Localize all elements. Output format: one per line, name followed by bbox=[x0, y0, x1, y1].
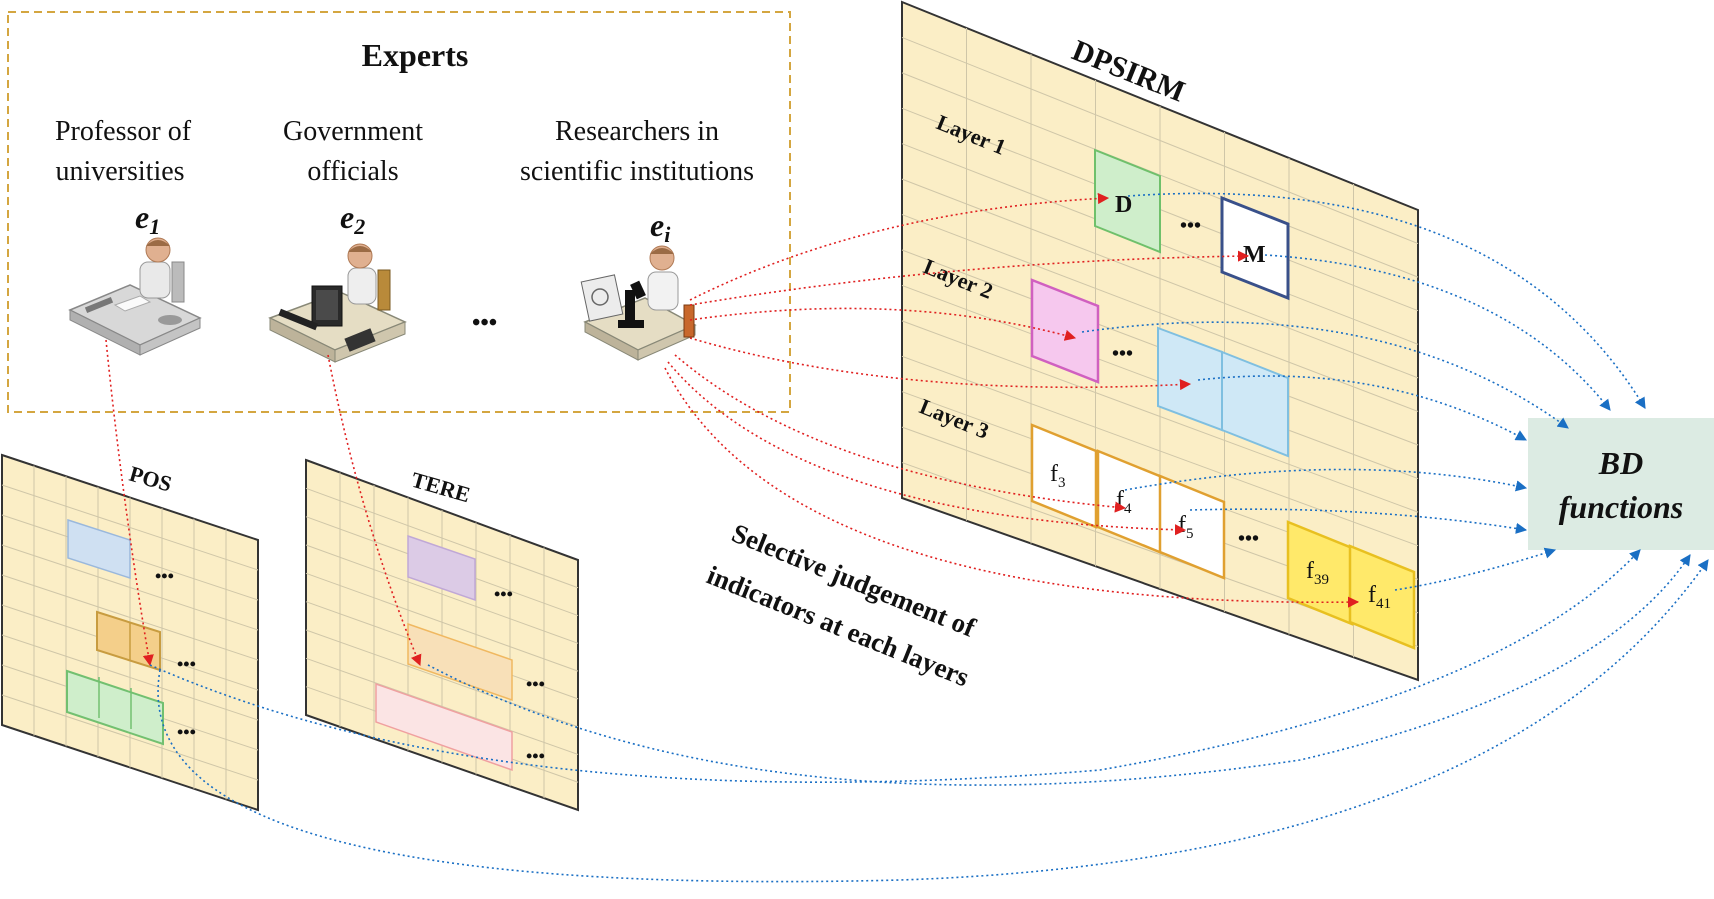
layer3-cell-f41-label: f41 bbox=[1368, 582, 1391, 612]
blue-contribution-arrows bbox=[149, 192, 1709, 883]
pos-ellipsis-1: ••• bbox=[155, 566, 174, 586]
tere-lines-h-line bbox=[305, 629, 579, 728]
pos-ellipsis-2: ••• bbox=[177, 654, 196, 674]
tere-lines-h-line bbox=[305, 544, 579, 644]
layer1-cell-M-label: M bbox=[1243, 242, 1266, 268]
pos-lines-h-line bbox=[1, 634, 259, 721]
tere-lines-h-line bbox=[305, 657, 579, 755]
tere-grid bbox=[305, 458, 579, 812]
layer1-cell-M bbox=[1220, 195, 1290, 301]
layer3-cell-f3 bbox=[1030, 423, 1098, 529]
expert-3-label-line1: Researchers in bbox=[555, 116, 719, 147]
dpsirm-lines-h-line bbox=[901, 36, 1419, 245]
tere-lines-h-line bbox=[305, 572, 579, 672]
layer2-ellipsis: ••• bbox=[1112, 343, 1133, 365]
expert-2-label-line1: Government bbox=[283, 116, 423, 147]
official-computer-desk-icon bbox=[268, 243, 407, 363]
pos-lines-h-line bbox=[1, 544, 259, 631]
tere-lines-h-line bbox=[305, 487, 579, 589]
tere-ellipsis-1: ••• bbox=[494, 584, 513, 604]
dpsirm-lines-h-line bbox=[901, 320, 1419, 513]
layer1-cell-D bbox=[1094, 148, 1161, 254]
layer3-cell-f4-label: f4 bbox=[1116, 487, 1132, 517]
expert-2-symbol: e2 bbox=[340, 199, 365, 239]
tere-ellipsis-2: ••• bbox=[526, 674, 545, 694]
expert-1-symbol: e1 bbox=[135, 199, 160, 239]
pos-lines-h-line bbox=[1, 694, 259, 781]
expert-2-label-line2: officials bbox=[307, 156, 398, 187]
researcher-microscope-icon bbox=[580, 245, 697, 361]
expert-3-symbol: ei bbox=[650, 207, 671, 247]
pos-lines-h-line bbox=[1, 484, 259, 571]
layer3-ellipsis: ••• bbox=[1238, 528, 1259, 550]
expert-1-label-line2: universities bbox=[55, 156, 184, 187]
expert-1-label-line1: Professor of bbox=[55, 116, 192, 147]
professor-desk-icon bbox=[68, 237, 202, 356]
layer3-cell-f39-label: f39 bbox=[1306, 558, 1329, 588]
dpsirm-lines-h-line bbox=[901, 214, 1419, 412]
experts-ellipsis: ••• bbox=[472, 310, 497, 336]
layer1-ellipsis: ••• bbox=[1180, 215, 1201, 237]
dpsirm-lines-h-line bbox=[901, 178, 1419, 379]
pos-grid bbox=[0, 453, 259, 812]
expert-3-label-line2: scientific institutions bbox=[520, 156, 754, 187]
bd-functions-line2: functions bbox=[1559, 489, 1683, 525]
red-judgement-arrows bbox=[105, 192, 1360, 667]
dpsirm-lines-h-line bbox=[901, 355, 1419, 547]
layer3-cell-f3-label: f3 bbox=[1050, 461, 1066, 491]
tere-ellipsis-3: ••• bbox=[526, 746, 545, 766]
pos-lines-h-line bbox=[1, 574, 259, 661]
pos-title: POS bbox=[127, 461, 175, 497]
experts-title: Experts bbox=[362, 37, 469, 73]
layer1-cell-D-label: D bbox=[1115, 192, 1132, 218]
bd-functions-line1: BD bbox=[1598, 445, 1643, 481]
experts-frame bbox=[7, 11, 791, 413]
layer2-cell-blue-2 bbox=[1221, 350, 1289, 458]
bd-functions-box bbox=[1528, 418, 1714, 550]
pos-ellipsis-3: ••• bbox=[177, 722, 196, 742]
layer3-cell-f5 bbox=[1158, 474, 1226, 580]
